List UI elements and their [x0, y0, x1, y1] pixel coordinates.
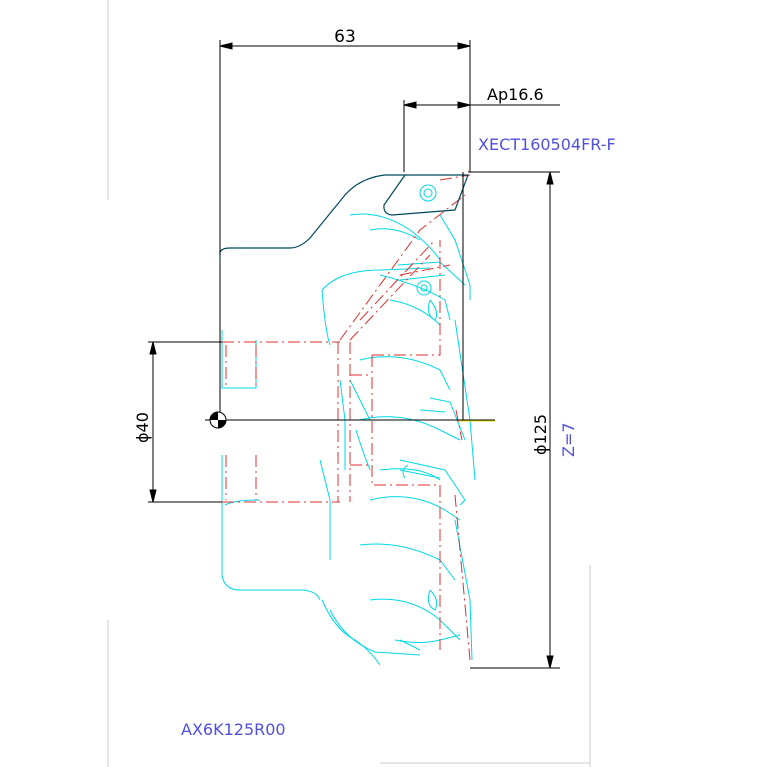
center-marker	[209, 411, 227, 429]
dimension-ap-label: Ap16.6	[487, 85, 544, 104]
sheet-frame	[107, 0, 591, 767]
dimension-width-label: 63	[334, 27, 356, 47]
dimension-diameter-label: ϕ125	[531, 414, 550, 455]
dimension-width	[219, 40, 471, 255]
dimension-bore-label: ϕ40	[133, 412, 152, 443]
dimension-bore	[148, 341, 222, 503]
teeth-count-label: Z=7	[559, 422, 578, 457]
insert-code-label: XECT160504FR-F	[478, 135, 616, 154]
dimension-diameter	[470, 171, 560, 669]
insert-outline	[219, 174, 469, 258]
cutter-body-outline	[221, 184, 476, 666]
hidden-lines	[222, 174, 471, 661]
part-code-label: AX6K125R00	[181, 720, 286, 739]
dimension-ap	[403, 100, 560, 172]
body-black-outline	[219, 171, 560, 420]
